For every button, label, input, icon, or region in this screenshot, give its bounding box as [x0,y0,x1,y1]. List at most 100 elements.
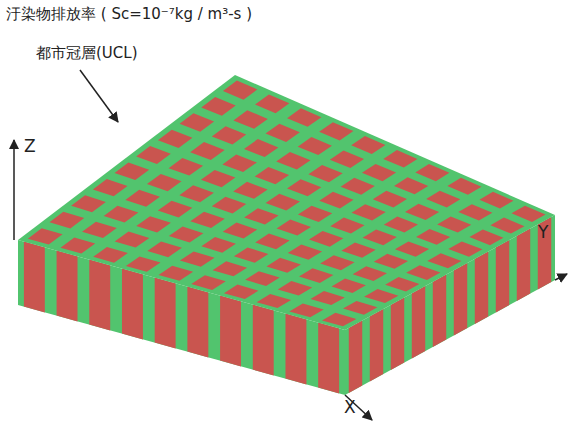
building-wall [433,275,446,347]
building-roof [289,303,323,317]
building-roof [384,217,418,233]
building-roof [266,258,300,273]
building-roof [415,164,449,181]
building-roof [125,190,160,207]
building-roof [469,229,503,245]
building-roof [244,139,278,157]
building-roof [71,195,106,212]
building-wall [412,286,425,358]
building-roof [299,268,333,283]
building-roof [180,113,214,132]
building-roof [320,255,354,270]
building-wall [187,287,208,358]
building-roof [180,251,215,266]
building-roof [363,229,397,245]
building-roof [287,179,321,196]
building-wall [517,229,530,301]
building-roof [158,130,193,148]
building-roof [222,155,256,173]
building-roof [427,253,461,268]
building-roof [395,241,429,256]
z-axis [13,140,15,240]
building-roof [201,170,235,187]
title: 汙染物排放率 ( Sc=10⁻⁷kg / m³-s ) [6,5,252,23]
building-wall [89,260,110,331]
building-roof [190,142,224,160]
building-wall [475,252,488,324]
building-roof [458,204,492,220]
building-roof [341,242,375,257]
building-roof [147,241,182,257]
building-roof [406,265,440,280]
building-roof [448,241,482,256]
building-roof [82,222,117,238]
building-roof [479,192,513,209]
building-roof [191,275,226,290]
building-roof [201,237,236,253]
building-roof [201,97,235,116]
building-roof [266,194,300,211]
building-wall [220,296,241,367]
building-roof [394,177,428,194]
building-roof [330,218,364,234]
building-roof [255,94,289,113]
building-wall [285,314,306,385]
building-roof [169,227,204,243]
building-roof [169,158,204,176]
building-wall [496,240,509,312]
building-roof [158,201,193,218]
building-wall [538,217,551,289]
building-wall [253,305,274,376]
building-roof [374,254,408,269]
building-roof [278,281,312,295]
building-roof [319,192,353,209]
building-roof [223,80,257,99]
building-roof [234,247,268,262]
building-roof [385,277,419,291]
building-roof [319,122,353,140]
building-roof [322,313,356,326]
building-roof [115,163,150,181]
building-roof [298,206,332,222]
building-roof [179,185,214,202]
building-roof [136,216,171,232]
building-roof [383,150,417,168]
building-roof [255,167,289,184]
building-wall [24,242,45,313]
building-roof [310,291,344,305]
building-wall [57,251,78,322]
building-roof [308,165,342,182]
building-roof [233,110,267,129]
building-roof [136,146,171,164]
building-roof [426,191,460,208]
building-roof [223,223,257,239]
building-roof [190,212,225,228]
building-roof [255,233,289,249]
building-roof [213,261,248,276]
building-roof [159,266,194,281]
building-wall [318,323,339,394]
building-roof [511,206,545,222]
building-roof [351,136,385,154]
building-roof [115,232,150,248]
building-roof [104,206,139,223]
building-roof [490,218,524,234]
building-wall [122,269,143,340]
building-roof [352,204,386,220]
callout-label: 都市冠層(UCL) [36,44,138,62]
building-wall [155,278,176,349]
building-roof [288,244,322,259]
building-roof [245,271,279,286]
building-roof [330,151,364,169]
building-roof [373,191,407,208]
building-wall [349,321,362,393]
building-roof [233,182,267,199]
building-roof [93,179,128,196]
building-roof [287,108,321,127]
building-roof [332,279,366,293]
building-roof [437,217,471,233]
building-roof [126,256,161,271]
building-roof [147,174,182,191]
building-roof [212,197,246,214]
